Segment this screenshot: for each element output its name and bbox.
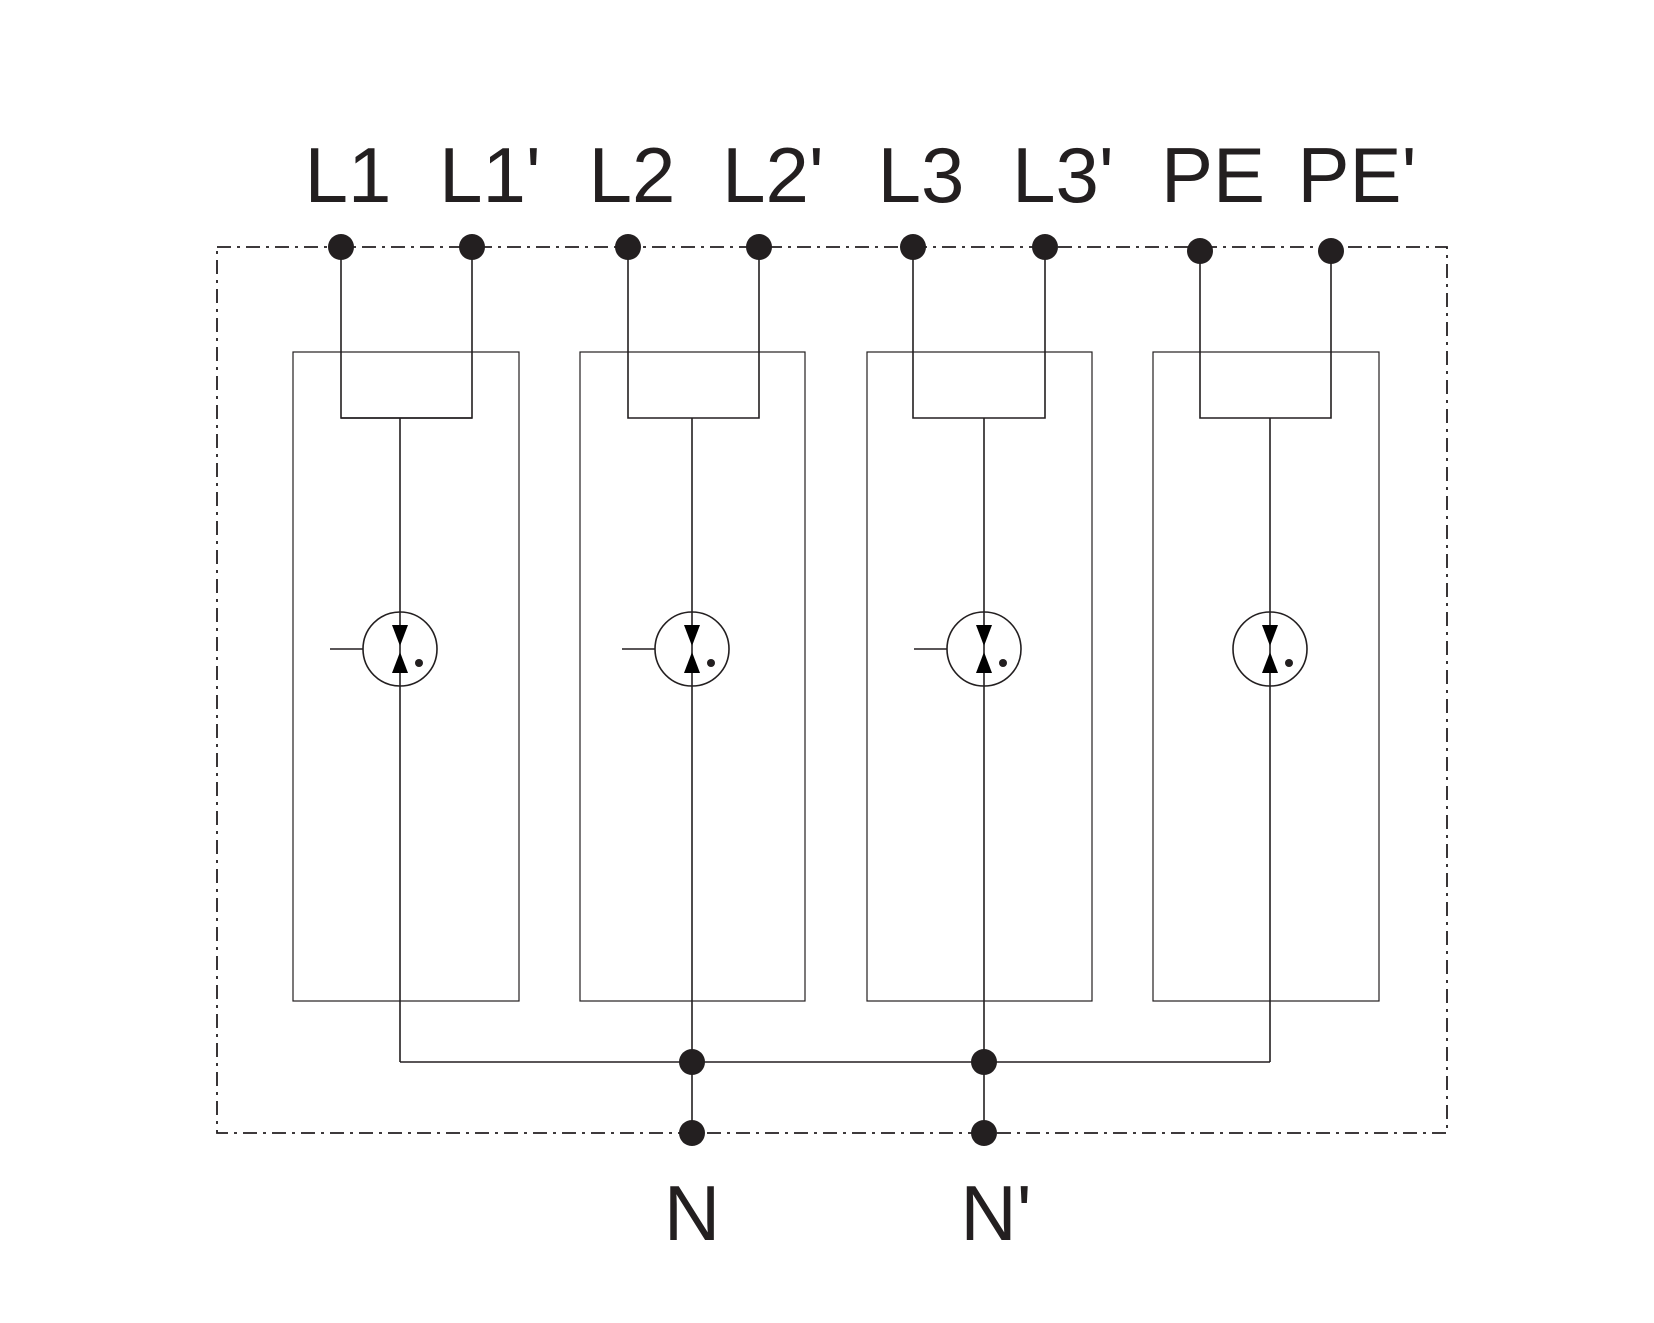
module-1-arrow-down-icon [392, 625, 408, 646]
top-terminal-dots [328, 234, 1344, 264]
bus-junction-n-prime [971, 1049, 997, 1075]
module-3 [866, 247, 1093, 1133]
module-3-indicator-dot [999, 659, 1007, 667]
module-4-arrow-up-icon [1262, 652, 1278, 673]
module-3-housing [866, 351, 1093, 1002]
module-2 [579, 247, 806, 1133]
top-terminal-labels: L1 L1' L2 L2' L3 L3' PE PE' [305, 131, 1417, 219]
module-1 [292, 247, 520, 1062]
module-4-input-wires [1199, 251, 1332, 419]
module-4-arrow-down-icon [1262, 625, 1278, 646]
terminal-dot-l2-prime [746, 234, 772, 260]
module-3-input-wires [912, 247, 1046, 419]
terminal-dot-n-prime [971, 1120, 997, 1146]
terminal-label-l1: L1 [305, 131, 392, 219]
terminal-dot-n [679, 1120, 705, 1146]
module-4-indicator-dot [1285, 659, 1293, 667]
terminal-label-l1-prime: L1' [439, 131, 541, 219]
terminal-label-pe: PE [1161, 131, 1265, 219]
terminal-dot-l1 [328, 234, 354, 260]
module-2-indicator-dot [707, 659, 715, 667]
terminal-label-l2: L2 [589, 131, 676, 219]
module-2-arrow-down-icon [684, 625, 700, 646]
module-1-indicator-dot [415, 659, 423, 667]
terminal-label-l3-prime: L3' [1012, 131, 1114, 219]
terminal-dot-pe-prime [1318, 238, 1344, 264]
terminal-label-n: N [664, 1169, 720, 1257]
terminal-dot-l3-prime [1032, 234, 1058, 260]
module-4 [1152, 251, 1380, 1062]
terminal-label-n-prime: N' [960, 1169, 1031, 1257]
terminal-dot-l2 [615, 234, 641, 260]
terminal-label-l3: L3 [878, 131, 965, 219]
module-3-arrow-up-icon [976, 652, 992, 673]
module-1-input-wires [340, 247, 473, 419]
module-2-input-wires [627, 247, 760, 419]
module-1-arrow-up-icon [392, 652, 408, 673]
module-1-housing [292, 351, 520, 1002]
terminal-label-pe-prime: PE' [1298, 131, 1417, 219]
module-2-arrow-up-icon [684, 652, 700, 673]
enclosure-outline [216, 246, 1448, 1134]
terminal-dot-l1-prime [459, 234, 485, 260]
terminal-dot-pe [1187, 238, 1213, 264]
terminal-label-l2-prime: L2' [722, 131, 824, 219]
module-4-housing [1152, 351, 1380, 1002]
terminal-dot-l3 [900, 234, 926, 260]
bus-junction-n [679, 1049, 705, 1075]
module-3-arrow-down-icon [976, 625, 992, 646]
